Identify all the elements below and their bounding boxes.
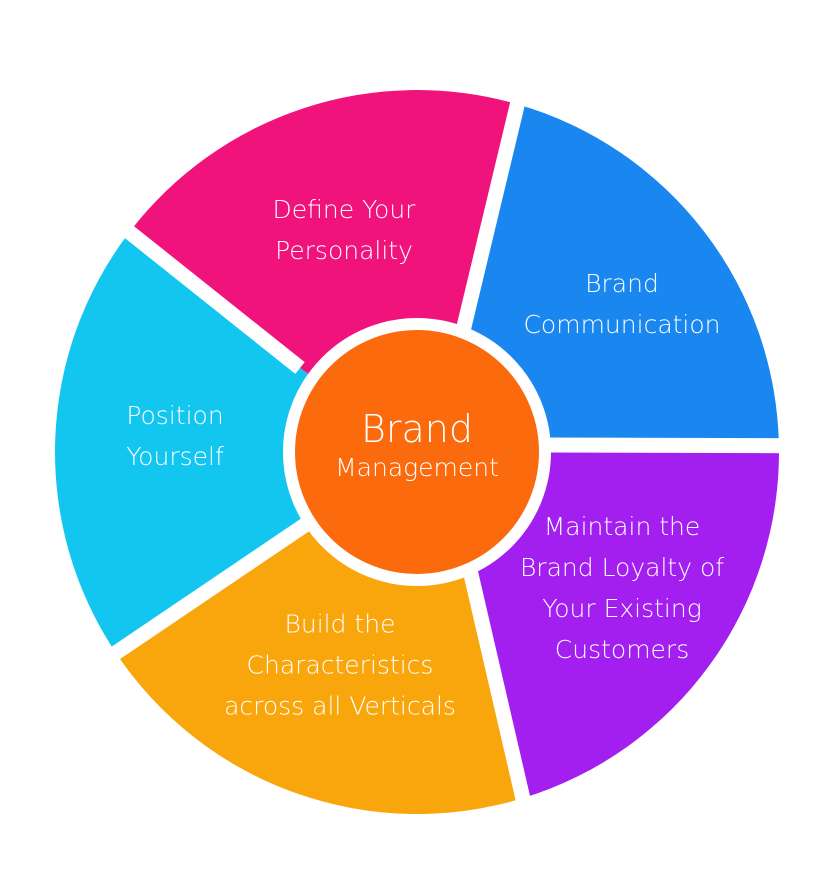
segment-label-loyalty: Maintain the Brand Loyalty of Your Exist…: [520, 506, 724, 670]
label-line: Define Your: [272, 195, 416, 224]
center-label: Brand Management: [335, 407, 499, 485]
center-title: Brand: [360, 407, 473, 451]
label-line: Position: [126, 401, 224, 430]
label-line: Your Existing: [542, 594, 702, 623]
segment-divider: [462, 568, 535, 820]
center-subtitle: Management: [335, 453, 499, 482]
label-line: Customers: [554, 635, 690, 664]
label-line: Characteristics: [246, 650, 434, 680]
label-line: Maintain the: [543, 512, 701, 541]
segment-label-position: Position Yourself: [126, 395, 224, 477]
label-line: Personality: [275, 236, 413, 265]
label-line: Communication: [523, 310, 721, 339]
segment-position: [55, 232, 418, 653]
label-line: Brand Loyalty of: [519, 553, 725, 582]
label-line: across all Verticals: [224, 691, 456, 721]
center-hub: [283, 318, 551, 586]
segment-divider: [95, 518, 310, 671]
segment-divider: [109, 213, 305, 374]
segment-label-define: Define Your Personality: [273, 189, 416, 271]
label-line: Yourself: [126, 442, 224, 471]
segment-label-build: Build the Characteristics across all Ver…: [224, 604, 456, 727]
segment-divider: [544, 437, 799, 454]
label-line: Brand: [585, 269, 659, 298]
segment-label-communication: Brand Communication: [523, 263, 720, 345]
label-line: Build the: [284, 609, 396, 639]
segment-divider: [454, 82, 530, 337]
